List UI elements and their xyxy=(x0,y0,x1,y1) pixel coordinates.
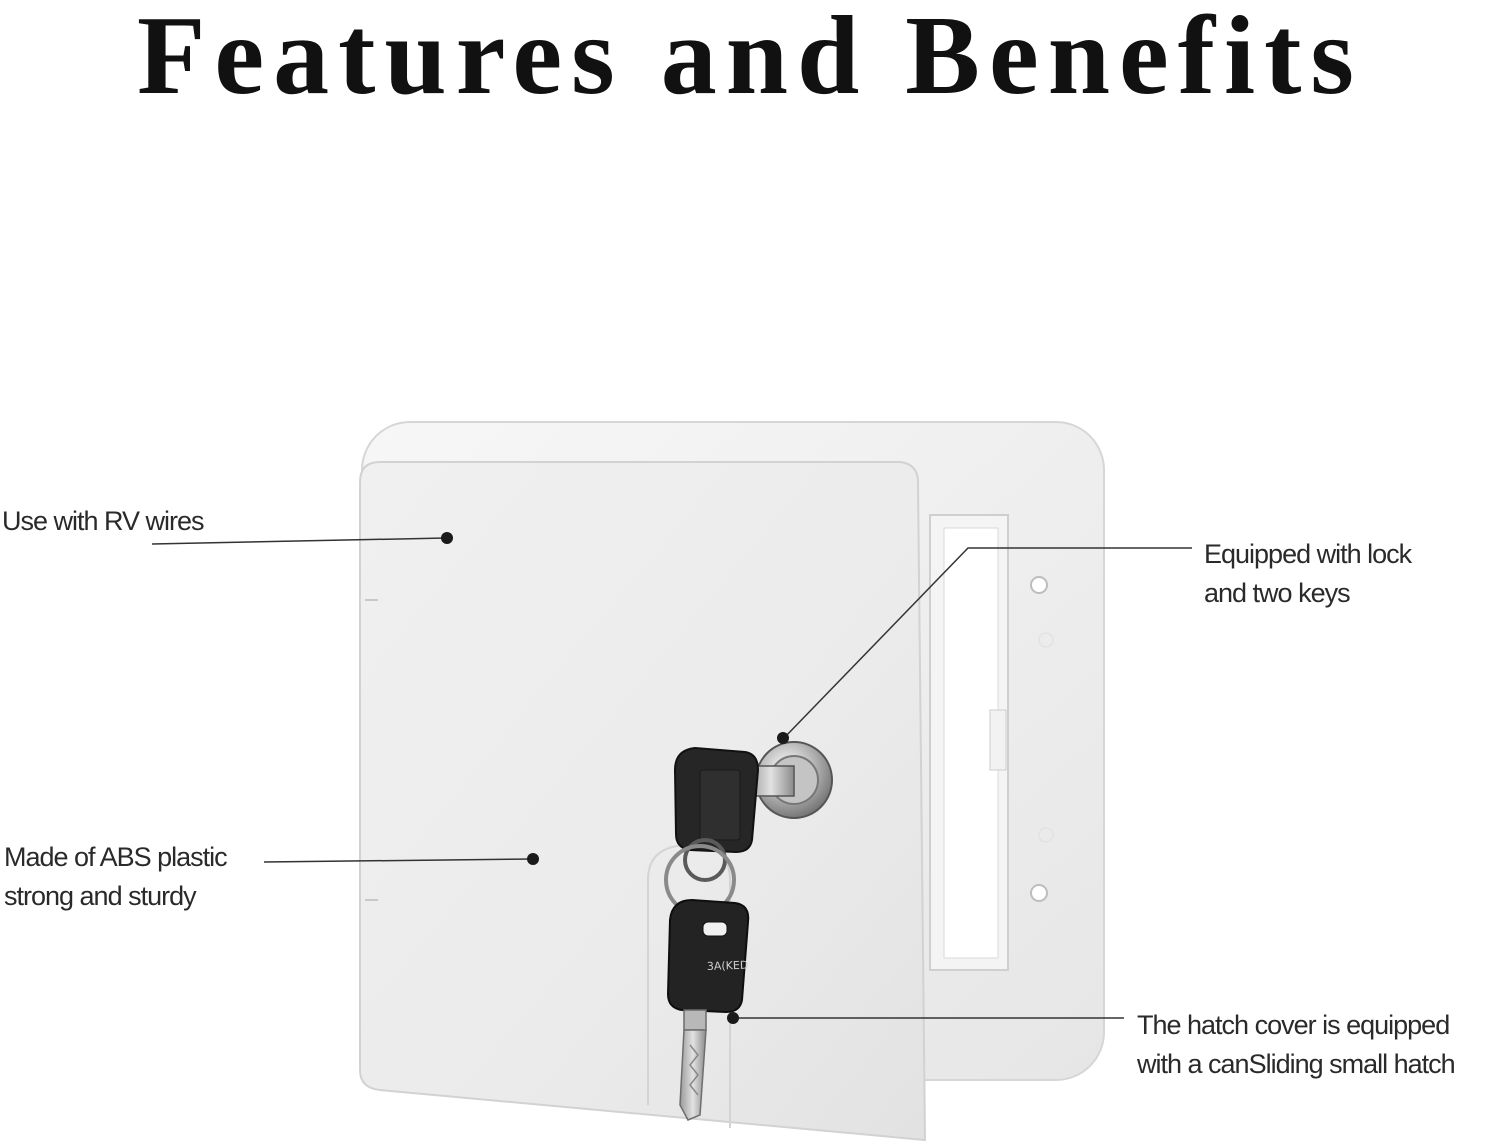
feature-line: Use with RV wires xyxy=(2,506,205,536)
feature-label-rv-wires: Use with RV wires xyxy=(2,502,205,541)
hanging-key: 3A(KED xyxy=(666,898,750,1121)
feature-line: Made of ABS plastic xyxy=(4,842,228,872)
feature-line: Equipped with lock xyxy=(1204,539,1412,569)
page-title: Features and Benefits xyxy=(137,0,1363,118)
key-tag-text: 3A(KED xyxy=(707,959,749,973)
feature-line: and two keys xyxy=(1204,578,1351,608)
feature-line: The hatch cover is equipped xyxy=(1137,1010,1450,1040)
hatch-door xyxy=(359,461,927,1142)
callout-use-with-rv-wires xyxy=(151,532,453,545)
feature-label-sliding-hatch: The hatch cover is equipped with a canSl… xyxy=(1137,1006,1456,1084)
callout-sliding-hatch xyxy=(727,1012,1124,1024)
feature-label-abs-plastic: Made of ABS plastic strong and sturdy xyxy=(4,838,228,916)
feature-label-lock-keys: Equipped with lock and two keys xyxy=(1204,535,1412,613)
feature-line: with a canSliding small hatch xyxy=(1137,1049,1456,1079)
feature-line: strong and sturdy xyxy=(4,881,197,911)
callout-lock-and-keys xyxy=(777,547,1192,744)
key-in-lock xyxy=(673,746,760,882)
callout-abs-plastic xyxy=(263,853,539,865)
